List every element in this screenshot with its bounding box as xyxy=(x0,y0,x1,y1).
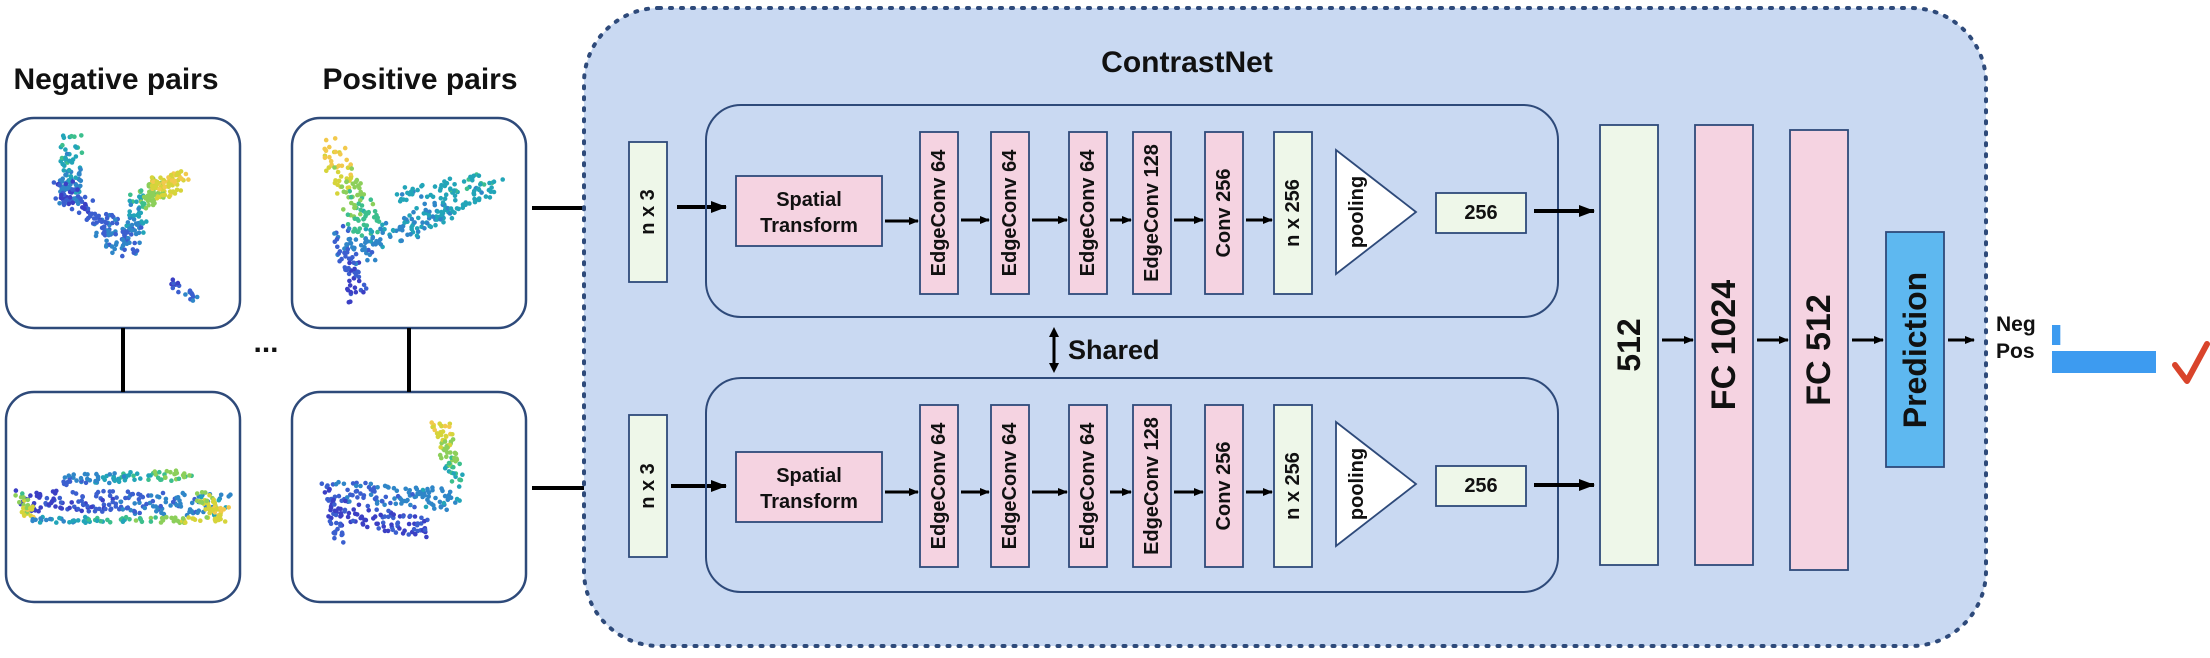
edgeconv1-bottom-label: EdgeConv 64 xyxy=(928,422,950,550)
spatial-transform-bottom xyxy=(735,451,883,523)
edgeconv2-bottom xyxy=(990,404,1030,568)
edgeconv4-bottom xyxy=(1132,404,1172,568)
input-block-top-label: n x 3 xyxy=(637,189,659,235)
conv256-bottom xyxy=(1204,404,1244,568)
prediction-block-label: Prediction xyxy=(1897,272,1933,428)
edgeconv1-top-label: EdgeConv 64 xyxy=(928,149,950,277)
check-icon xyxy=(2172,341,2210,384)
negative-pair-top-panel xyxy=(4,116,242,330)
edgeconv1-bottom xyxy=(919,404,959,568)
edgeconv2-bottom-label: EdgeConv 64 xyxy=(999,422,1021,550)
prediction-block xyxy=(1885,231,1945,468)
negative-pairs-title: Negative pairs xyxy=(13,63,218,96)
edgeconv3-bottom-label: EdgeConv 64 xyxy=(1077,422,1099,550)
contrastnet-title: ContrastNet xyxy=(1101,46,1273,79)
point-cloud-positive-bottom xyxy=(319,420,465,545)
conv256-top-label: Conv 256 xyxy=(1213,169,1235,258)
feature-block-top-label: n x 256 xyxy=(1282,179,1304,247)
edgeconv2-top-label: EdgeConv 64 xyxy=(999,149,1021,277)
edgeconv3-top xyxy=(1068,131,1108,295)
fc512-block-label: FC 512 xyxy=(1800,294,1838,406)
pos-score-bar xyxy=(2052,351,2156,373)
edgeconv3-top-label: EdgeConv 64 xyxy=(1077,149,1099,277)
input-block-bottom xyxy=(628,414,668,558)
point-cloud-positive-top xyxy=(322,136,506,305)
pairs-ellipsis: ... xyxy=(253,326,278,359)
feature-block-bottom xyxy=(1273,404,1313,568)
conv256-bottom-label: Conv 256 xyxy=(1213,442,1235,531)
edgeconv4-top-label: EdgeConv 128 xyxy=(1141,144,1163,282)
spatial-transform-top xyxy=(735,175,883,247)
edgeconv2-top xyxy=(990,131,1030,295)
edgeconv1-top xyxy=(919,131,959,295)
pooling-top-label: pooling xyxy=(1346,176,1368,248)
spatial-transform-top-line2: Transform xyxy=(760,215,858,237)
neg-label: Neg xyxy=(1996,313,2036,336)
global-feature-top xyxy=(1435,192,1527,234)
global-feature-bottom xyxy=(1435,465,1527,507)
concat-block-label: 512 xyxy=(1611,318,1647,371)
spatial-transform-bottom-line2: Transform xyxy=(760,491,858,513)
positive-pairs-title: Positive pairs xyxy=(322,63,517,96)
fc512-block xyxy=(1789,129,1849,571)
pooling-top xyxy=(1335,148,1418,276)
conv256-top xyxy=(1204,131,1244,295)
edgeconv4-bottom-label: EdgeConv 128 xyxy=(1141,417,1163,555)
pooling-bottom-label: pooling xyxy=(1346,448,1368,520)
fc1024-block xyxy=(1694,124,1754,566)
shared-label: Shared xyxy=(1068,335,1160,365)
global-feature-top-label: 256 xyxy=(1464,202,1497,224)
fc1024-block-label: FC 1024 xyxy=(1705,280,1743,410)
input-block-bottom-label: n x 3 xyxy=(637,463,659,509)
edgeconv4-top xyxy=(1132,131,1172,295)
feature-block-bottom-label: n x 256 xyxy=(1282,452,1304,520)
spatial-transform-bottom-line1: Spatial xyxy=(776,465,842,487)
pos-label: Pos xyxy=(1996,340,2035,363)
concat-block xyxy=(1599,124,1659,566)
global-feature-bottom-label: 256 xyxy=(1464,475,1497,497)
edgeconv3-bottom xyxy=(1068,404,1108,568)
neg-score-bar xyxy=(2052,325,2061,345)
input-block-top xyxy=(628,141,668,283)
spatial-transform-top-line1: Spatial xyxy=(776,189,842,211)
point-cloud-negative-bottom xyxy=(13,468,233,526)
feature-block-top xyxy=(1273,131,1313,295)
pooling-bottom xyxy=(1335,420,1418,548)
point-cloud-negative-top xyxy=(51,133,200,303)
